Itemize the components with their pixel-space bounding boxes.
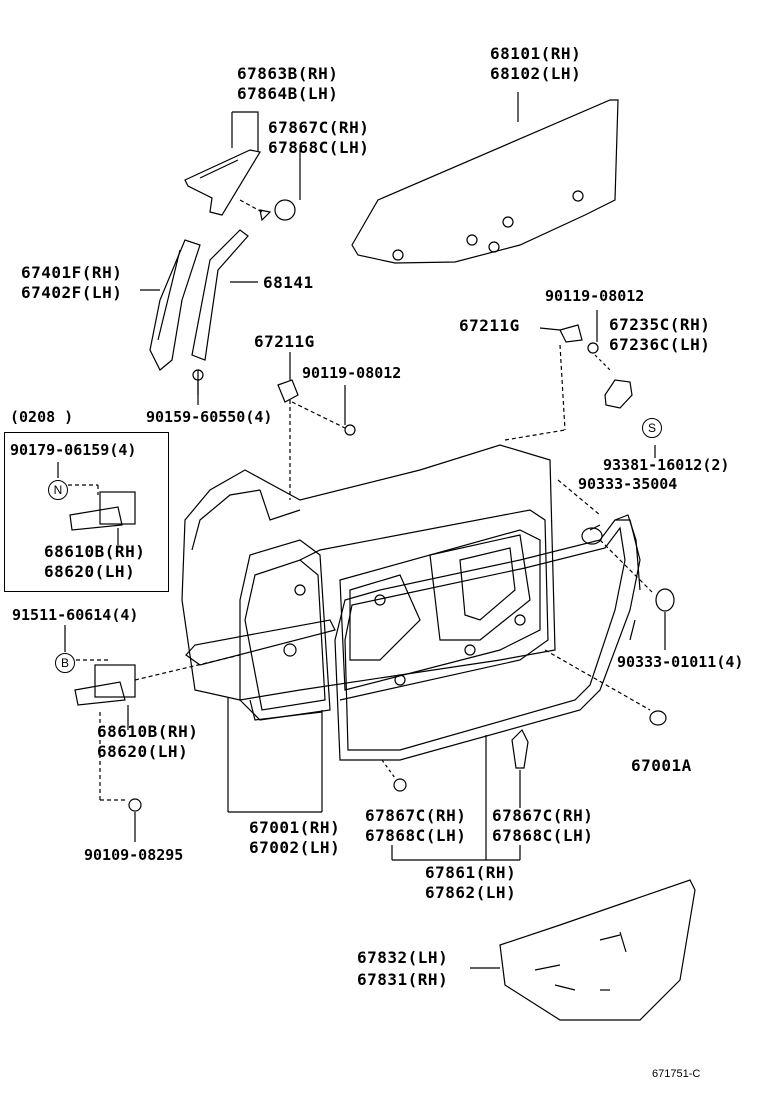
part-label: 68610B(RH) <box>44 542 146 561</box>
part-label: 90333-35004 <box>578 475 678 493</box>
part-label: 90333-01011(4) <box>617 653 744 671</box>
part-label: 67868C(LH) <box>492 826 594 845</box>
part-label: 90179-06159(4) <box>10 441 137 459</box>
part-label: 67402F(LH) <box>21 283 123 302</box>
diagram-reference-code: 671751-C <box>652 1068 701 1080</box>
part-label: 68610B(RH) <box>97 722 199 741</box>
part-label: 91511-60614(4) <box>12 606 139 624</box>
badge-b: B <box>55 653 75 673</box>
part-label: 90119-08012 <box>302 364 402 382</box>
part-label: 67861(RH) <box>425 863 517 882</box>
part-label: 67831(RH) <box>357 970 449 989</box>
part-label: 67832(LH) <box>357 948 449 967</box>
part-label: 67002(LH) <box>249 838 341 857</box>
inset-box <box>4 432 169 592</box>
part-label: 90119-08012 <box>545 287 645 305</box>
badge-n: N <box>48 480 68 500</box>
part-label: 67867C(RH) <box>492 806 594 825</box>
part-label: 67236C(LH) <box>609 335 711 354</box>
part-label: 90159-60550(4) <box>146 408 273 426</box>
part-label: 68141 <box>263 273 314 292</box>
part-label: 93381-16012(2) <box>603 456 730 474</box>
part-label: 67862(LH) <box>425 883 517 902</box>
part-label: 68620(LH) <box>44 562 136 581</box>
part-label: (0208 ) <box>10 408 74 426</box>
quarter-glass <box>184 149 261 216</box>
part-label: 67211G <box>254 332 315 351</box>
part-label: 67001A <box>631 756 692 775</box>
part-label: 67868C(LH) <box>365 826 467 845</box>
part-label: 67867C(RH) <box>268 118 370 137</box>
part-label: 68620(LH) <box>97 742 189 761</box>
part-label: 68101(RH) <box>490 44 582 63</box>
badge-s: S <box>642 418 662 438</box>
part-label: 67868C(LH) <box>268 138 370 157</box>
weatherstrip <box>334 519 641 761</box>
part-label: 67235C(RH) <box>609 315 711 334</box>
door-glass <box>351 99 619 264</box>
door-outer-panel <box>181 444 556 701</box>
part-label: 68102(LH) <box>490 64 582 83</box>
division-bar <box>149 239 201 371</box>
part-label: 67864B(LH) <box>237 84 339 103</box>
service-hole-cover <box>499 879 696 1021</box>
part-label: 90109-08295 <box>84 846 184 864</box>
part-label: 67863B(RH) <box>237 64 339 83</box>
run-channel <box>191 229 249 361</box>
part-label: 67867C(RH) <box>365 806 467 825</box>
part-label: 67211G <box>459 316 520 335</box>
part-label: 67401F(RH) <box>21 263 123 282</box>
part-label: 67001(RH) <box>249 818 341 837</box>
